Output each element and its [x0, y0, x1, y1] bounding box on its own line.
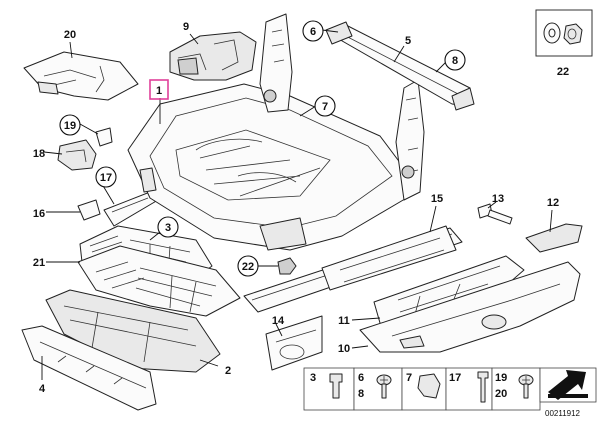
- callout-22-middle-circle: [237, 255, 259, 277]
- part-20-bracket: [23, 51, 139, 101]
- small-parts-legend: 3 6 8 7 17 19 20 00211912: [303, 367, 597, 418]
- legend-label-3: 3: [310, 372, 316, 384]
- callout-16: 16: [33, 208, 45, 220]
- part-5-cross-tube: [325, 21, 475, 111]
- callout-17: 17: [100, 172, 112, 184]
- part-1-seat-frame: [127, 13, 425, 251]
- callout-17-circle: [95, 166, 117, 188]
- callout-19: 19: [64, 120, 76, 132]
- part-22-nut-washer: [535, 9, 593, 57]
- legend-label-7: 7: [406, 372, 412, 384]
- screw-icon-17: [477, 371, 489, 403]
- callout-18: 18: [33, 148, 45, 160]
- part-14-cover: [265, 315, 323, 371]
- callout-8-circle: [444, 49, 466, 71]
- callout-2: 2: [225, 365, 231, 377]
- callout-8: 8: [452, 55, 458, 67]
- arrow-underline: [548, 394, 588, 398]
- part-4-front-trim: [21, 325, 157, 411]
- part-19-clip: [95, 127, 113, 147]
- callout-19-circle: [59, 114, 81, 136]
- part-21-spring-mat: [77, 245, 241, 317]
- part-10-outer-trim: [359, 261, 581, 353]
- callout-14: 14: [272, 315, 285, 327]
- callout-11: 11: [338, 315, 350, 327]
- part-13-bolt: [477, 203, 513, 225]
- callout-5: 5: [405, 35, 411, 47]
- callout-22-middle: 22: [242, 261, 254, 273]
- legend-label-8: 8: [358, 388, 364, 400]
- part-22-nut-middle: [277, 257, 297, 275]
- legend-cell-6-8: [353, 367, 403, 411]
- legend-cell-3: [303, 367, 355, 411]
- callout-1-highlight: [149, 79, 169, 100]
- callout-labels: 20 9 1 6 5 8 22 7 19 18 17 16 3 21 22 15…: [33, 20, 569, 395]
- legend-label-17: 17: [449, 372, 461, 384]
- callout-10: 10: [338, 343, 350, 355]
- legend-label-19: 19: [495, 372, 507, 384]
- callout-1: 1: [156, 85, 162, 97]
- callout-20: 20: [64, 29, 76, 41]
- callout-4: 4: [39, 383, 46, 395]
- part-9-motor: [169, 31, 257, 81]
- doc-number: 00211912: [545, 409, 581, 418]
- callout-13: 13: [492, 193, 504, 205]
- callout-15: 15: [431, 193, 443, 205]
- part-12-end-cap: [525, 223, 583, 253]
- callout-7-circle: [314, 95, 336, 117]
- callout-6: 6: [310, 26, 316, 38]
- legend-label-6: 6: [358, 372, 364, 384]
- callout-22-top: 22: [557, 66, 569, 78]
- part-16-bracket: [77, 199, 101, 221]
- callout-3: 3: [165, 222, 171, 234]
- callout-3-circle: [157, 216, 179, 238]
- callout-9: 9: [183, 21, 189, 33]
- arrow-icon: [548, 370, 586, 400]
- callout-7: 7: [322, 101, 328, 113]
- callout-12: 12: [547, 197, 559, 209]
- callout-6-circle: [302, 20, 324, 42]
- callout-21: 21: [33, 257, 45, 269]
- part-15-seat-rail: [243, 225, 463, 313]
- screw-icon-3: [329, 373, 343, 399]
- clip-icon-7: [417, 373, 441, 399]
- part-18-bracket: [57, 139, 97, 171]
- legend-label-20: 20: [495, 388, 507, 400]
- legend-cell-19-20: [491, 367, 541, 411]
